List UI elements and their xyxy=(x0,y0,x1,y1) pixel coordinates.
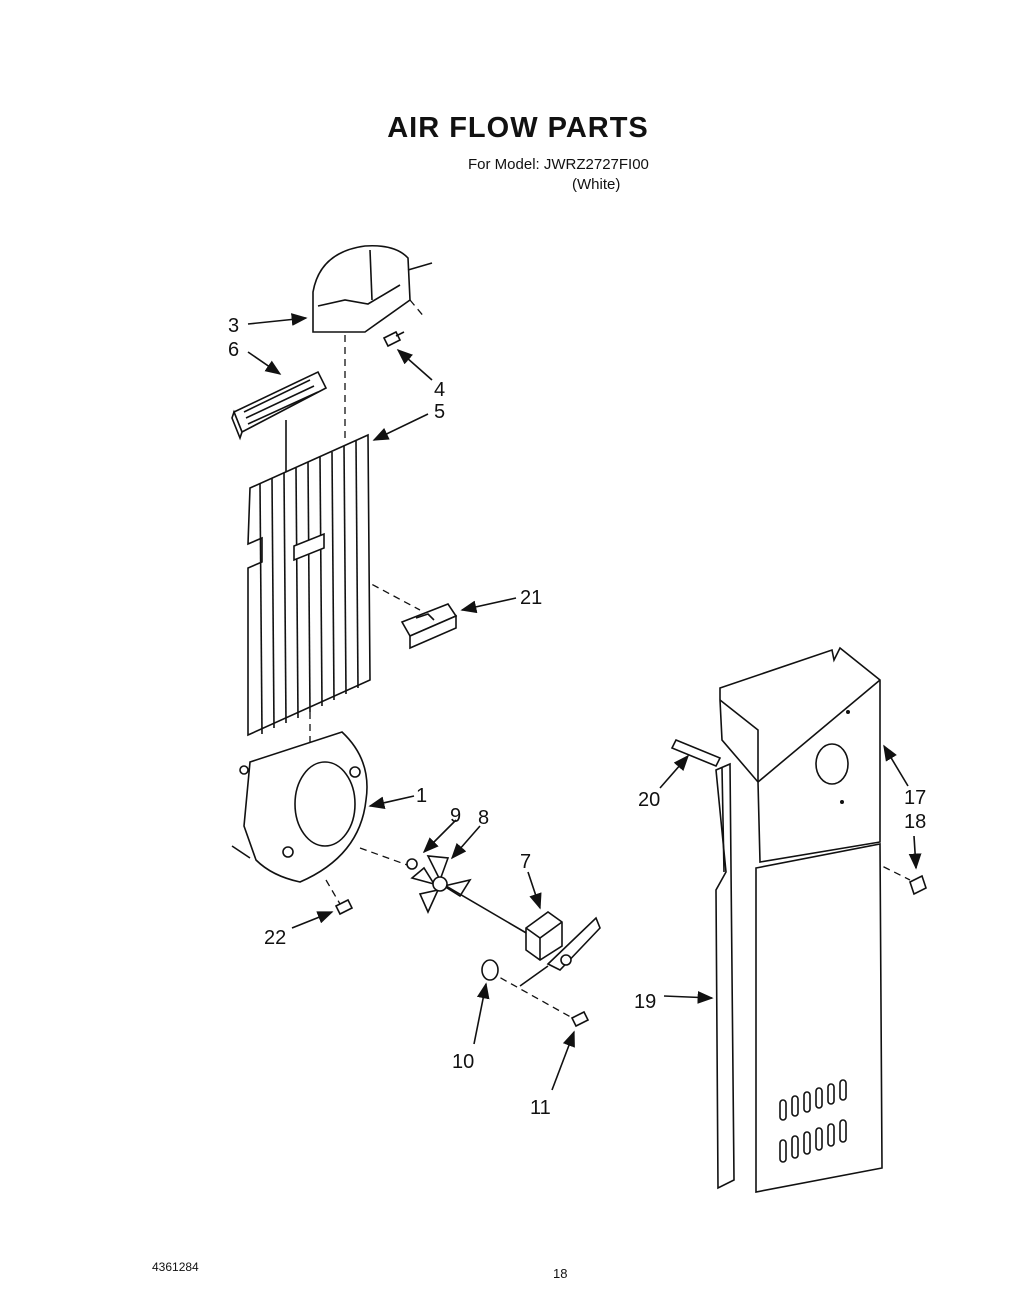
callout-9: 9 xyxy=(450,805,461,827)
callout-4: 4 xyxy=(434,379,445,401)
lower-rear-panel xyxy=(755,843,883,1193)
callout-8: 8 xyxy=(478,807,489,829)
callout-20: 20 xyxy=(638,789,660,811)
callout-22: 22 xyxy=(264,927,286,949)
part-6-grille xyxy=(231,370,328,441)
callout-7: 7 xyxy=(520,851,531,873)
part-7-fan-motor xyxy=(519,911,601,987)
model-line: For Model: JWRZ2727FI00 xyxy=(468,156,649,173)
part-17-upper-panel xyxy=(719,646,881,863)
variant-line: (White) xyxy=(572,176,621,193)
part-21-bracket xyxy=(400,603,458,650)
callout-11: 11 xyxy=(530,1097,551,1119)
page-number: 18 xyxy=(553,1266,568,1281)
part-20-strip xyxy=(670,738,722,768)
part-22-screw xyxy=(334,898,354,916)
part-8-fan-blade xyxy=(410,855,472,914)
page-title: AIR FLOW PARTS xyxy=(387,112,649,144)
callout-3: 3 xyxy=(228,315,239,337)
callout-1: 1 xyxy=(416,785,427,807)
part-5-evaporator-cover xyxy=(247,433,371,737)
callout-10: 10 xyxy=(452,1051,474,1073)
callout-21: 21 xyxy=(520,587,542,609)
part-4-screw xyxy=(382,330,405,348)
part-18-screw xyxy=(909,874,927,896)
callout-18: 18 xyxy=(904,811,926,833)
part-1-fan-shroud xyxy=(231,731,368,883)
part-10-grommet xyxy=(481,959,499,981)
callout-6: 6 xyxy=(228,339,239,361)
callout-leaders xyxy=(247,313,922,1091)
document-number: 4361284 xyxy=(152,1260,199,1274)
part-11-screw xyxy=(570,1010,590,1028)
callout-17: 17 xyxy=(904,787,926,809)
part-9-nut xyxy=(406,858,418,870)
callout-5: 5 xyxy=(434,401,445,423)
part-3-duct-housing xyxy=(312,244,433,333)
callout-19: 19 xyxy=(634,991,656,1013)
part-19-side-channel xyxy=(715,762,735,1190)
